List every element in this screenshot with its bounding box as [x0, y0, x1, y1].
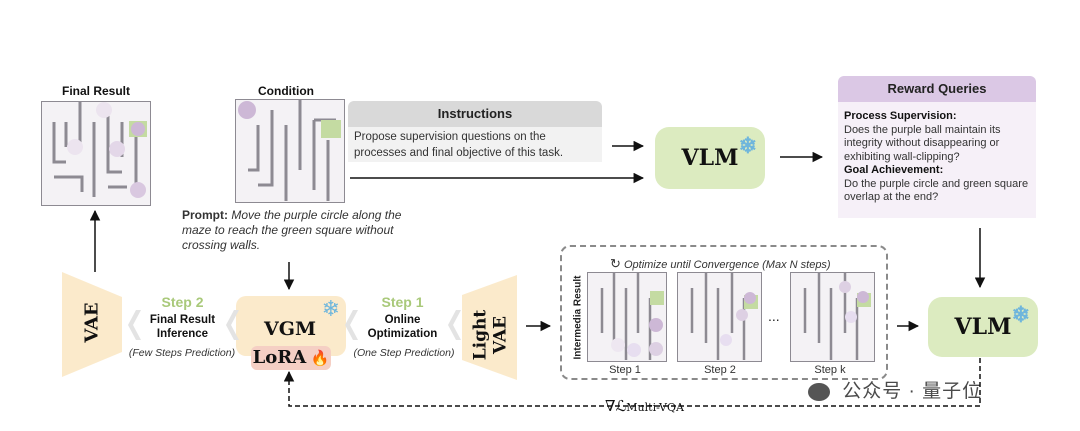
vlm-bottom-label: VLM: [954, 314, 1012, 340]
optimization-box: [560, 245, 888, 380]
intermediate-maze-k-drawing: [803, 273, 871, 360]
instructions-text: Propose supervision questions on the pro…: [348, 127, 602, 162]
snowflake-icon: ❄: [1011, 302, 1030, 328]
purple-trace: [839, 281, 851, 293]
intermediate-maze-k: [790, 272, 875, 362]
gradient-sub: Multi-VQA: [626, 401, 684, 414]
process-supervision-title: Process Supervision:: [844, 110, 957, 122]
step1-title: Step 1: [381, 294, 424, 310]
step1-sub: (One Step Prediction): [353, 347, 455, 359]
final-result-maze: [41, 101, 151, 206]
purple-circle: [744, 292, 756, 304]
intermediate-maze-1: [587, 272, 667, 362]
vlm-top-box: VLM ❄: [655, 127, 765, 189]
step-label-1: Step 1: [609, 364, 641, 376]
intermediate-maze-1-drawing: [600, 273, 664, 360]
light-vae-shape: [462, 275, 517, 380]
snowflake-icon: ❄: [738, 133, 757, 159]
prompt-body: Move the purple circle along the maze to…: [182, 208, 402, 252]
reward-queries-body: Process Supervision: Does the purple bal…: [838, 102, 1036, 218]
optimize-caption: ↻ Optimize until Convergence (Max N step…: [610, 256, 831, 272]
fire-icon: 🔥: [310, 350, 330, 367]
lora-box: LoRA 🔥: [251, 346, 331, 370]
light-vae-block: Light VAE: [462, 275, 517, 380]
chevron-left-icon: [448, 310, 461, 340]
vgm-block: VGM ❄ LoRA 🔥: [236, 296, 346, 376]
purple-circle: [238, 101, 256, 119]
vgm-label: VGM: [264, 318, 316, 340]
step2-text: Final Result Inference: [149, 314, 216, 340]
vae-left-shape: [62, 272, 122, 377]
step2-title: Step 2: [161, 294, 204, 310]
process-supervision-text: Does the purple ball maintain its integr…: [844, 123, 1001, 163]
purple-trace: [130, 182, 146, 198]
vlm-bottom-box: VLM ❄: [928, 297, 1038, 357]
arrow-gradient-feedback: [283, 358, 981, 407]
green-square: [650, 291, 664, 305]
vae-left-block: VAE: [62, 272, 122, 377]
lora-label: LoRA: [252, 347, 307, 368]
purple-trace: [67, 139, 83, 155]
optimize-text: Optimize until Convergence (Max N steps): [623, 259, 831, 271]
step-label-2: Step 2: [704, 364, 736, 376]
purple-trace: [611, 338, 625, 352]
watermark: 公众号 · 量子位: [808, 376, 982, 403]
purple-trace: [96, 102, 112, 118]
purple-circle: [649, 318, 663, 332]
chevron-left-icon: [345, 310, 358, 340]
step1-text: Online Optimization: [367, 314, 438, 340]
ellipsis: ...: [768, 308, 780, 324]
purple-trace: [736, 309, 748, 321]
prompt-label: Prompt:: [182, 208, 228, 222]
step-label-k: Step k: [814, 364, 846, 376]
prompt-text: Prompt: Move the purple circle along the…: [182, 208, 407, 253]
reward-queries-header: Reward Queries: [838, 76, 1036, 102]
purple-trace: [109, 141, 125, 157]
purple-circle: [857, 291, 869, 303]
condition-maze-drawing: [238, 100, 341, 201]
condition-label: Condition: [258, 84, 314, 98]
purple-circle: [131, 122, 145, 136]
purple-trace: [845, 311, 857, 323]
goal-achievement-title: Goal Achievement:: [844, 164, 944, 176]
purple-trace: [627, 343, 641, 357]
green-square: [321, 120, 341, 138]
intermediate-maze-2: [677, 272, 762, 362]
goal-achievement-text: Do the purple circle and green square ov…: [844, 177, 1029, 204]
final-result-label: Final Result: [62, 84, 131, 98]
watermark-text: 公众号 · 量子位: [842, 381, 983, 402]
condition-maze: [235, 99, 345, 203]
vlm-top-label: VLM: [681, 145, 739, 171]
final-result-maze-drawing: [52, 102, 147, 198]
chevron-left-icon: [128, 310, 141, 340]
wechat-icon: [808, 382, 830, 401]
intermediate-maze-2-drawing: [690, 273, 758, 360]
chevron-left-icon: [226, 310, 239, 340]
snowflake-icon: ❄: [321, 296, 340, 321]
step2-sub: (Few Steps Prediction): [128, 347, 236, 359]
refresh-icon: ↻: [610, 256, 621, 271]
instructions-header: Instructions: [348, 101, 602, 127]
purple-trace: [649, 342, 663, 356]
purple-trace: [720, 334, 732, 346]
